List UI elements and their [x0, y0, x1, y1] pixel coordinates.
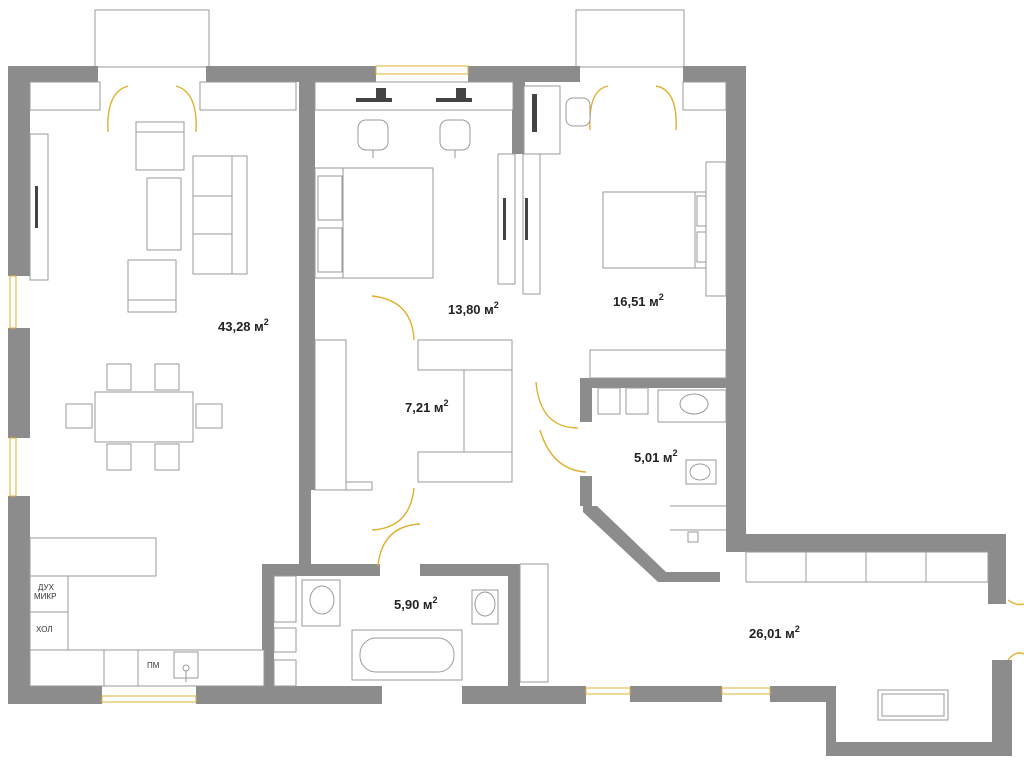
- label-microwave: МИКР: [34, 592, 56, 601]
- area-label-hall: 7,21 м2: [405, 398, 449, 415]
- area-label-bedroom2: 16,51 м2: [613, 292, 664, 309]
- area-label-living: 43,28 м2: [218, 317, 269, 334]
- area-label-bath-small: 5,01 м2: [634, 448, 678, 465]
- living-furniture: [29, 81, 297, 687]
- hall-furniture: [314, 339, 513, 491]
- area-label-bath-main: 5,90 м2: [394, 595, 438, 612]
- area-label-corridor: 26,01 м2: [749, 624, 800, 641]
- balcony-right: [575, 9, 685, 68]
- windows: [9, 65, 771, 703]
- label-oven: ДУХ: [38, 583, 55, 592]
- area-label-bedroom1: 13,80 м2: [448, 300, 499, 317]
- balcony-left: [94, 9, 210, 68]
- corridor-furniture: [745, 551, 1024, 721]
- bedroom2-furniture: [522, 81, 727, 379]
- bedroom1-furniture: [314, 81, 516, 285]
- label-fridge: ХОЛ: [36, 625, 52, 634]
- label-dishwasher: ПМ: [147, 661, 160, 670]
- bath-small-fixtures: [597, 387, 727, 543]
- walls: [8, 66, 1012, 756]
- bath-main-fixtures: [273, 563, 549, 687]
- doors: [107, 85, 677, 567]
